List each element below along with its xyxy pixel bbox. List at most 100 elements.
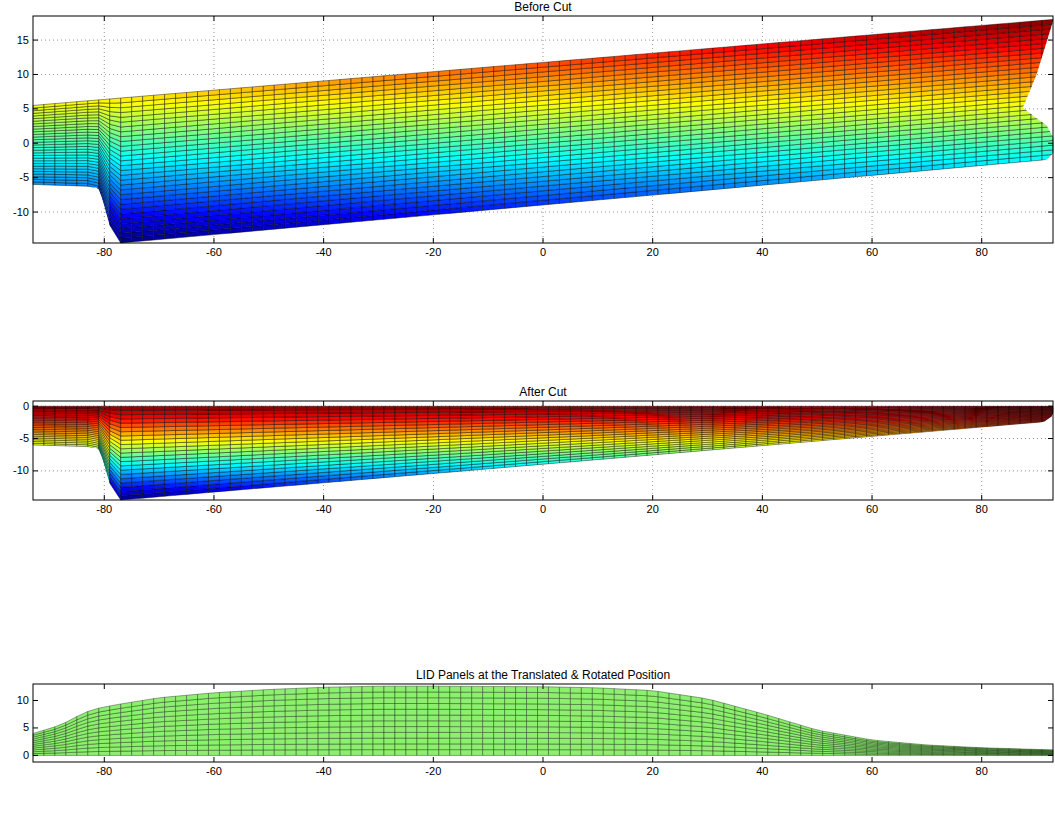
- hull-mesh-cell: [516, 64, 527, 70]
- hull-mesh-cell: [362, 77, 373, 83]
- hull-mesh-cell: [746, 44, 757, 50]
- hull-mesh-cell: [472, 68, 483, 74]
- hull-mesh-cell: [461, 68, 472, 74]
- hull-mesh-cell: [66, 102, 77, 106]
- hull-mesh-cell: [66, 166, 77, 169]
- hull-mesh-cell: [66, 161, 77, 164]
- hull-mesh-cell: [724, 46, 735, 52]
- hull-mesh-cell: [702, 48, 713, 54]
- hull-mesh-cell: [647, 53, 658, 59]
- hull-mesh-cell: [33, 166, 44, 169]
- hull-mesh-cell: [55, 150, 66, 153]
- hull-mesh-cell: [143, 95, 154, 101]
- hull-mesh-cell: [33, 153, 44, 156]
- hull-mesh-cell: [88, 126, 99, 129]
- hull-mesh-cell: [55, 161, 66, 164]
- hull-mesh-cell: [669, 51, 680, 57]
- hull-mesh-cell: [428, 71, 439, 77]
- hull-mesh-cell: [252, 86, 263, 92]
- hull-mesh-cell: [219, 89, 230, 95]
- hull-mesh-cell: [44, 158, 55, 161]
- hull-mesh-cell: [44, 150, 55, 153]
- hull-mesh-cell: [44, 174, 55, 177]
- hull-mesh-cell: [494, 66, 505, 72]
- hull-mesh-cell: [33, 169, 44, 172]
- hull-mesh-cell: [44, 169, 55, 172]
- hull-mesh-cell: [570, 59, 581, 65]
- hull-mesh-cell: [44, 153, 55, 156]
- hull-mesh-cell: [439, 70, 450, 76]
- hull-mesh-cell: [263, 85, 274, 91]
- hull-mesh-cell: [44, 161, 55, 164]
- hull-mesh-cell: [88, 118, 99, 121]
- hull-mesh-cell: [88, 100, 99, 104]
- hull-mesh-cell: [658, 52, 669, 58]
- hull-mesh-cell: [44, 163, 55, 166]
- hull-mesh-cell: [44, 171, 55, 174]
- hull-mesh-cell: [450, 69, 461, 75]
- hull-mesh-cell: [66, 158, 77, 161]
- hull-mesh-cell: [77, 177, 88, 180]
- hull-mesh-cell: [110, 103, 121, 108]
- hull-mesh-cell: [165, 93, 176, 99]
- hull-mesh-cell: [505, 65, 516, 71]
- hull-mesh-cell: [208, 90, 219, 96]
- hull-mesh-cell: [44, 177, 55, 180]
- hull-mesh-cell: [77, 152, 88, 155]
- hull-mesh-cell: [625, 55, 636, 61]
- hull-mesh-cell: [406, 73, 417, 79]
- hull-mesh-cell: [44, 104, 55, 108]
- hull-mesh-cell: [66, 169, 77, 172]
- hull-mesh-cell: [44, 155, 55, 158]
- hull-mesh-cell: [77, 172, 88, 175]
- hull-mesh-cell: [33, 161, 44, 164]
- hull-mesh-cell: [395, 74, 406, 80]
- hull-mesh-cell: [110, 98, 121, 103]
- hull-mesh-cell: [33, 150, 44, 153]
- hull-mesh-cell: [33, 155, 44, 158]
- hull-mesh-cell: [581, 58, 592, 64]
- plot-axes: [33, 16, 1053, 243]
- hull-mesh-cell: [55, 103, 66, 107]
- hull-mesh-cell: [66, 172, 77, 175]
- hull-mesh-cell: [176, 92, 187, 98]
- hull-mesh-cell: [691, 49, 702, 55]
- hull-mesh-cell: [55, 174, 66, 177]
- hull-mesh-cell: [296, 82, 307, 88]
- hull-mesh-cell: [417, 72, 428, 78]
- hull-mesh-cell: [121, 97, 132, 103]
- hull-mesh-cell: [241, 87, 252, 93]
- hull-mesh-cell: [483, 67, 494, 73]
- hull-mesh-cell: [198, 91, 209, 97]
- hull-mesh-cell: [614, 55, 625, 61]
- hull-mesh-cell: [735, 45, 746, 51]
- hull-mesh-cell: [66, 155, 77, 158]
- hull-mesh-cell: [88, 121, 99, 124]
- hull-mesh-cell: [77, 175, 88, 178]
- hull-mesh-cell: [132, 96, 143, 102]
- hull-mesh-cell: [713, 47, 724, 53]
- hull-mesh-cell: [384, 75, 395, 81]
- hull-mesh-cell: [55, 166, 66, 169]
- hull-mesh-cell: [55, 152, 66, 155]
- hull-mesh-cell: [55, 158, 66, 161]
- hull-mesh-cell: [33, 174, 44, 177]
- hull-mesh-cell: [527, 63, 538, 69]
- hull-mesh-cell: [66, 177, 77, 180]
- hull-mesh-cell: [33, 163, 44, 166]
- hull-mesh-cell: [680, 50, 691, 56]
- hull-mesh-cell: [77, 155, 88, 158]
- hull-mesh-cell: [285, 83, 296, 89]
- hull-mesh-cell: [33, 171, 44, 174]
- hull-mesh-cell: [99, 99, 110, 103]
- hull-mesh-cell: [603, 56, 614, 62]
- hull-mesh-cell: [230, 88, 241, 94]
- hull-mesh-cell: [110, 107, 121, 112]
- hull-mesh-cell: [55, 163, 66, 166]
- hull-mesh-cell: [66, 149, 77, 152]
- hull-mesh-cell: [66, 163, 77, 166]
- hull-mesh-cell: [373, 76, 384, 82]
- hull-mesh-cell: [538, 62, 549, 68]
